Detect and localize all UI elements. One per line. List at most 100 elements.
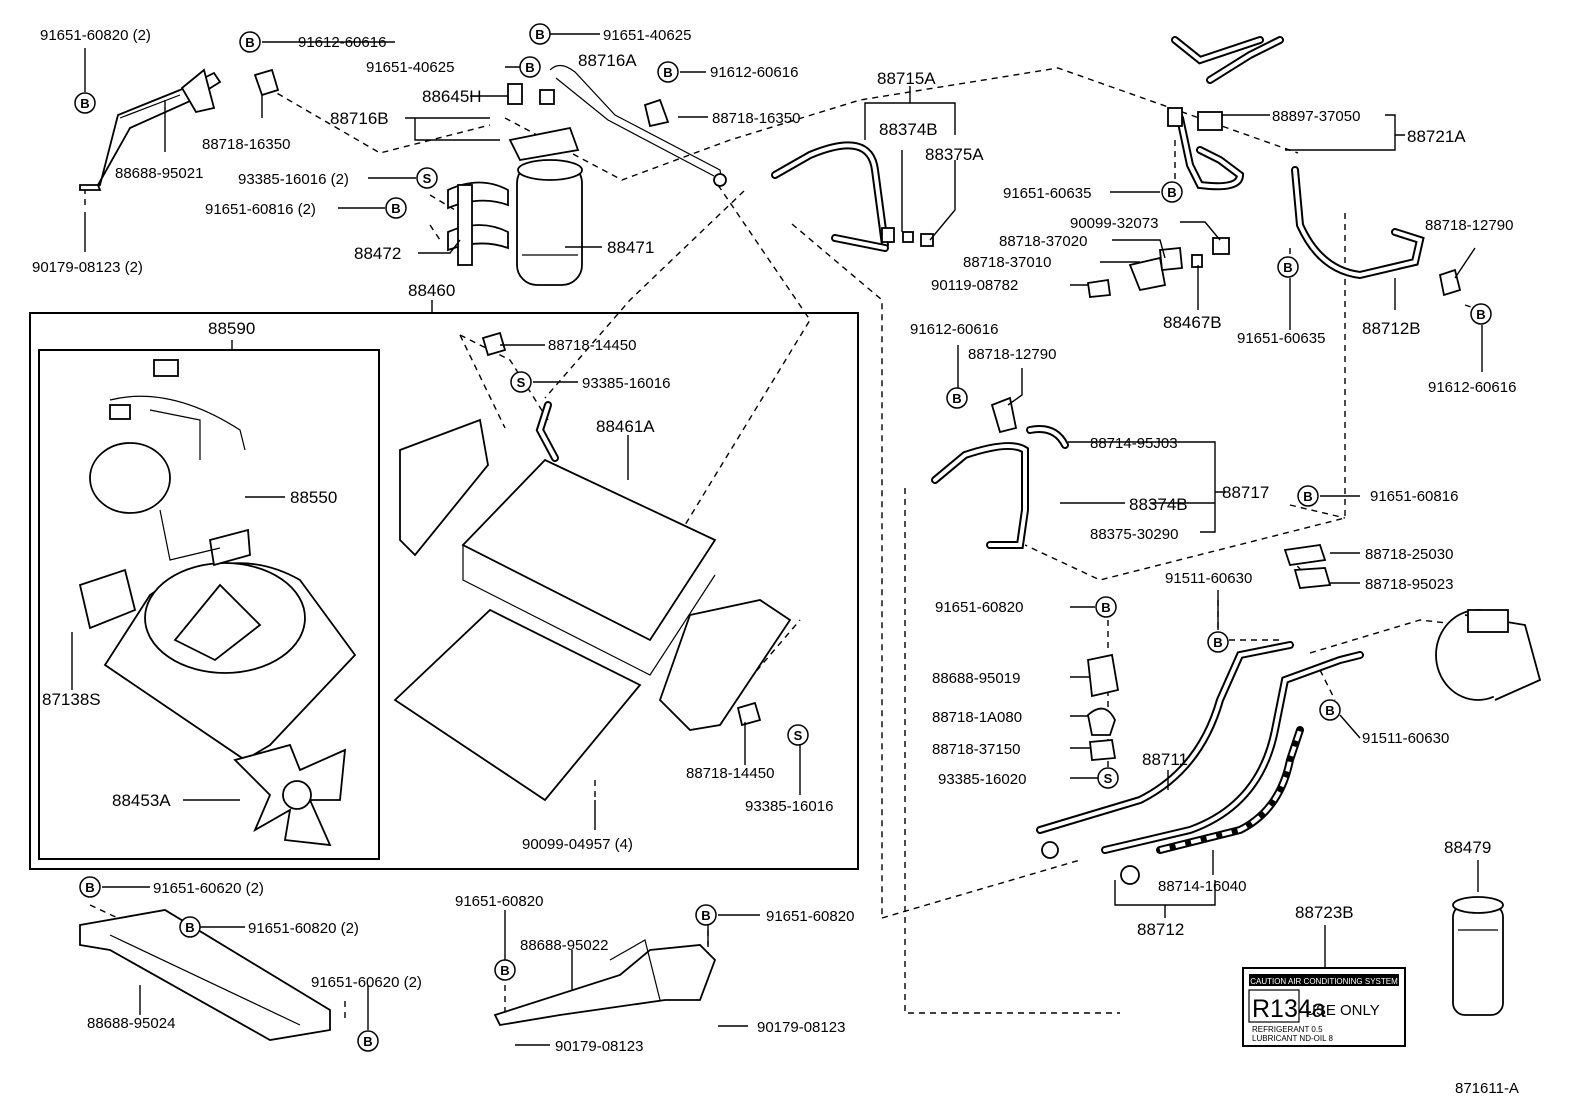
part-label: 91612-60616 bbox=[1428, 379, 1516, 396]
label-88721A: 88721A bbox=[1407, 127, 1466, 146]
caution-label-use-only: USE ONLY bbox=[1305, 1002, 1380, 1019]
svg-text:S: S bbox=[794, 728, 803, 743]
part-label: 91511-60630 bbox=[1165, 570, 1252, 587]
svg-text:B: B bbox=[363, 1034, 372, 1049]
screw-badge: S bbox=[787, 724, 809, 746]
svg-text:B: B bbox=[535, 27, 544, 42]
fan-blade-88453A bbox=[233, 743, 347, 847]
svg-text:B: B bbox=[1167, 185, 1176, 200]
bracket-88688-95019 bbox=[1087, 653, 1120, 761]
part-label: 91651-60820 bbox=[455, 893, 543, 910]
svg-text:S: S bbox=[423, 171, 432, 186]
svg-text:B: B bbox=[1283, 260, 1292, 275]
caution-label-88723B: CAUTION AIR CONDITIONING SYSTEM R134a US… bbox=[1242, 967, 1406, 1047]
bolt-badge: B bbox=[1095, 596, 1117, 618]
part-label: 91651-60820 bbox=[766, 908, 854, 925]
part-label: 90179-08123 bbox=[555, 1038, 643, 1055]
part-label: 91651-60635 bbox=[1237, 330, 1325, 347]
part-label: 91511-60630 bbox=[1362, 730, 1449, 747]
clamp-88718-16350-right bbox=[643, 98, 670, 128]
bolt-badge: B bbox=[519, 56, 541, 78]
svg-text:B: B bbox=[701, 908, 710, 923]
bolt-badge: B bbox=[179, 916, 201, 938]
part-label: 88718-12790 bbox=[968, 346, 1056, 363]
part-label: 88688-95019 bbox=[932, 670, 1020, 687]
part-number-labels: 91651-60820 (2) 91612-60616 91651-40625 … bbox=[32, 27, 1516, 1055]
part-label: 88712B bbox=[1362, 319, 1421, 338]
hose-88721A bbox=[1167, 36, 1284, 191]
condenser-bracket-right bbox=[658, 599, 792, 731]
leader-lines bbox=[71, 33, 1483, 1046]
fan-shroud bbox=[103, 562, 357, 762]
part-label: 88723B bbox=[1295, 903, 1354, 922]
condenser-screen bbox=[393, 608, 642, 802]
svg-text:B: B bbox=[663, 65, 672, 80]
svg-text:B: B bbox=[1325, 703, 1334, 718]
part-label: 91612-60616 bbox=[910, 321, 998, 338]
part-label: 88472 bbox=[354, 244, 401, 263]
svg-text:S: S bbox=[517, 375, 526, 390]
part-label: 88688-95022 bbox=[520, 937, 608, 954]
label-88590: 88590 bbox=[208, 319, 255, 338]
part-label: 88718-14450 bbox=[548, 337, 636, 354]
part-label: 88718-1A080 bbox=[932, 709, 1022, 726]
part-label: 88718-37010 bbox=[963, 254, 1051, 271]
clamp-88718-16350-left bbox=[253, 68, 280, 97]
bolt-badge: B bbox=[74, 92, 96, 114]
part-label: 88718-25030 bbox=[1365, 546, 1453, 563]
part-label: 88718-14450 bbox=[686, 765, 774, 782]
part-label: 88688-95024 bbox=[87, 1015, 175, 1032]
part-label: 90099-32073 bbox=[1070, 215, 1158, 232]
bolt-badge: B bbox=[657, 61, 679, 83]
svg-text:B: B bbox=[80, 96, 89, 111]
caution-label-refrigerant: R134a bbox=[1252, 995, 1326, 1023]
receiver-drier-88471 bbox=[507, 83, 583, 286]
svg-text:B: B bbox=[1213, 635, 1222, 650]
svg-text:B: B bbox=[245, 35, 254, 50]
condenser-bracket-left bbox=[399, 418, 489, 557]
hose-88717 bbox=[931, 396, 1069, 549]
screw-badge: S bbox=[510, 371, 532, 393]
part-label: 88550 bbox=[290, 488, 337, 507]
part-label: 88467B bbox=[1163, 313, 1222, 332]
bolt-badge: B bbox=[1207, 631, 1229, 653]
part-label: 93385-16016 bbox=[745, 798, 833, 815]
svg-text:B: B bbox=[1303, 489, 1312, 504]
label-88717: 88717 bbox=[1222, 483, 1269, 502]
group-box-88590 bbox=[38, 349, 380, 860]
group-box-88460 bbox=[29, 312, 859, 870]
part-label: 88718-37150 bbox=[932, 741, 1020, 758]
bolt-badge: B bbox=[494, 959, 516, 981]
svg-text:B: B bbox=[1476, 307, 1485, 322]
bracket-88472 bbox=[447, 181, 509, 266]
part-label: 91651-40625 bbox=[603, 27, 691, 44]
part-label: 87138S bbox=[42, 690, 101, 709]
part-label: 88714-16040 bbox=[1158, 878, 1246, 895]
clamps-88718-37020 bbox=[1086, 237, 1230, 298]
svg-text:B: B bbox=[525, 60, 534, 75]
part-label: 93385-16020 bbox=[938, 771, 1026, 788]
part-label: 88718-16350 bbox=[202, 136, 290, 153]
bolt-badge: B bbox=[946, 387, 968, 409]
part-label: 88716A bbox=[578, 51, 637, 70]
bracket-88688-95022 bbox=[493, 939, 717, 1026]
bolt-badge: B bbox=[529, 23, 551, 45]
hose-88714-16040 bbox=[1156, 726, 1304, 854]
screw-badge: S bbox=[416, 167, 438, 189]
part-label: 88479 bbox=[1444, 838, 1491, 857]
diagram-id: 871611-A bbox=[1455, 1080, 1519, 1097]
part-label: 88718-16350 bbox=[712, 110, 800, 127]
caution-label-header: CAUTION AIR CONDITIONING SYSTEM bbox=[1250, 977, 1398, 986]
part-label: 91651-60816 bbox=[1370, 488, 1458, 505]
bolt-badge: B bbox=[1297, 485, 1319, 507]
svg-text:B: B bbox=[1101, 600, 1110, 615]
part-label: 90179-08123 (2) bbox=[32, 259, 143, 276]
clamps-88718-25030 bbox=[1283, 544, 1332, 589]
part-label: 91651-60635 bbox=[1003, 185, 1091, 202]
part-label: 88718-95023 bbox=[1365, 576, 1453, 593]
caution-label-footer-1: REFRIGERANT 0.5 bbox=[1252, 1025, 1323, 1034]
label-88715A: 88715A bbox=[877, 69, 936, 88]
part-label: 88718-12790 bbox=[1425, 217, 1513, 234]
pipe-88712B bbox=[1291, 166, 1462, 297]
